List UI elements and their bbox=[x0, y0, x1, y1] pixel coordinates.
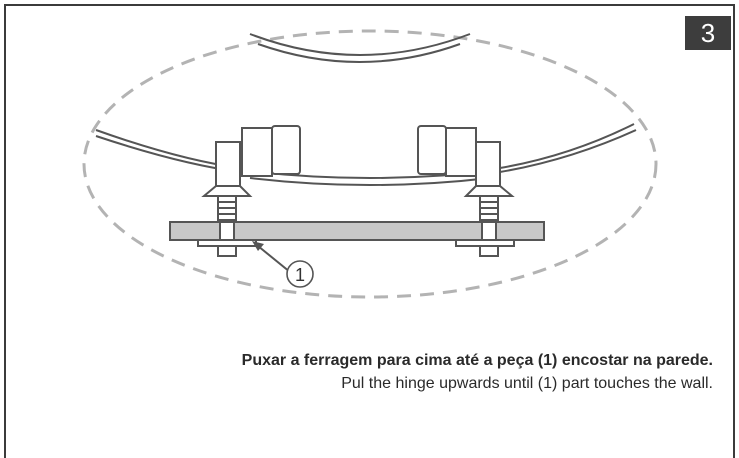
figure-frame bbox=[4, 4, 735, 458]
seat-lid-curve bbox=[95, 123, 637, 186]
callout-label: 1 bbox=[295, 265, 305, 285]
callout-arrowhead bbox=[252, 241, 264, 251]
toilet-rim-top bbox=[249, 33, 471, 63]
callout-circle bbox=[286, 260, 314, 288]
instruction-caption: Puxar a ferragem para cima até a peça (1… bbox=[193, 350, 713, 395]
detail-zoom-ellipse bbox=[82, 29, 658, 299]
step-number-badge: 3 bbox=[685, 16, 731, 50]
callout-leader-line bbox=[257, 245, 291, 273]
instruction-english: Pul the hinge upwards until (1) part tou… bbox=[341, 375, 713, 392]
toilet-mounting-surface bbox=[169, 221, 545, 241]
instruction-portuguese: Puxar a ferragem para cima até a peça (1… bbox=[241, 352, 713, 369]
